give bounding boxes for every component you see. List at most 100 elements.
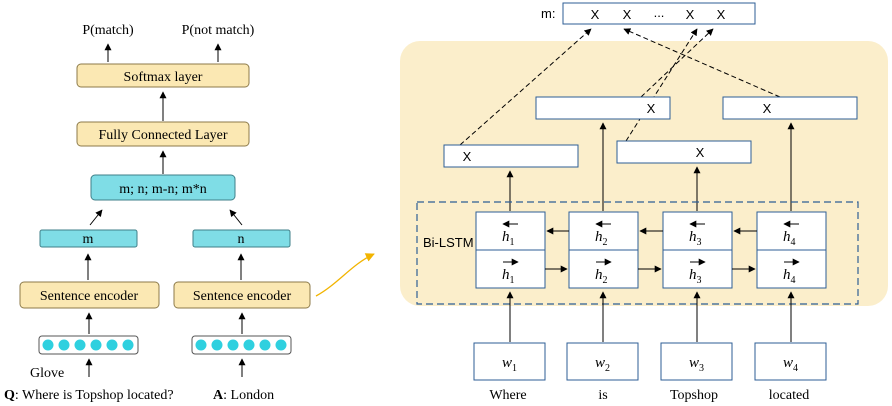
h-subscript: 2 <box>603 275 608 286</box>
m-vector-box <box>39 229 138 248</box>
w-box-2-label: w2 <box>595 355 610 374</box>
forward-cell-4 <box>756 249 827 289</box>
w-symbol: w <box>502 355 512 371</box>
curved-connector-arrow <box>315 253 375 297</box>
h-subscript: 2 <box>603 237 608 248</box>
h-subscript: 4 <box>791 237 796 248</box>
combined-features-label: m; n; m-n; m*n <box>119 182 207 197</box>
w-symbol: w <box>689 355 699 371</box>
embedding-dot <box>195 339 207 351</box>
embedding-dot <box>106 339 118 351</box>
embedding-right-dots <box>195 339 287 351</box>
arrow-m-to-combine <box>89 209 103 226</box>
h-back-3: h3 <box>689 220 705 248</box>
word-topshop: Topshop <box>670 388 718 403</box>
h-fwd-symbol: h1 <box>502 267 515 286</box>
embedding-dot <box>243 339 255 351</box>
answer-text: : London <box>223 388 274 403</box>
h-back-4: h4 <box>783 220 799 248</box>
x-box-3-label: X <box>696 145 705 160</box>
h-subscript: 4 <box>791 275 796 286</box>
w-box-1 <box>473 342 546 381</box>
dashed-arrow-x4-to-m <box>623 28 781 98</box>
arrow-n-to-combine <box>229 209 243 226</box>
p-match-label: P(match) <box>82 23 134 38</box>
h-fwd-symbol: h3 <box>689 267 702 286</box>
x-box-3 <box>616 140 752 164</box>
left-pipeline: P(match) P(not match) Softmax layer Full… <box>4 23 311 403</box>
embedding-dot <box>227 339 239 351</box>
question-text: : Where is Topshop located? <box>15 388 174 403</box>
p-not-match-label: P(not match) <box>182 23 255 38</box>
sentence-encoder-right-box <box>173 281 311 309</box>
dashed-arrow-x1-to-m <box>459 28 592 146</box>
softmax-layer-box <box>76 63 250 88</box>
forward-cell-1 <box>475 249 546 289</box>
h-subscript: 1 <box>510 237 515 248</box>
w-box-1-label: w1 <box>502 355 517 374</box>
forward-lstm-row <box>475 249 827 289</box>
word-is: is <box>598 388 607 403</box>
dashed-arrow-x2-to-m <box>640 28 714 98</box>
combined-features-box <box>90 174 236 201</box>
m-vector-label: m <box>83 232 94 247</box>
embedding-dot <box>90 339 102 351</box>
embedding-dot <box>74 339 86 351</box>
question-line: Q: Where is Topshop located? <box>4 388 174 403</box>
question-prefix: Q <box>4 388 15 403</box>
m-output-vector <box>562 2 756 25</box>
m-output-ellipsis: ... <box>654 5 665 20</box>
h-symbol: h <box>502 267 510 283</box>
h-symbol: h <box>595 267 603 283</box>
embedding-dot <box>42 339 54 351</box>
sentence-encoder-left-box <box>19 281 160 309</box>
h-symbol: h <box>783 229 791 245</box>
embedding-dot <box>259 339 271 351</box>
backward-cell-4 <box>756 211 827 251</box>
embedding-dot <box>122 339 134 351</box>
backward-cell-1 <box>475 211 546 251</box>
h-back-symbol: h1 <box>502 229 515 248</box>
x-box-2 <box>535 96 671 120</box>
fully-connected-layer-box <box>76 121 250 147</box>
h-symbol: h <box>689 229 697 245</box>
h-back-symbol: h4 <box>783 229 796 248</box>
x-box-1 <box>443 144 579 168</box>
answer-line: A: London <box>213 388 274 403</box>
bilstm-label: Bi-LSTM <box>423 235 474 250</box>
m-output-cell: X <box>686 7 695 22</box>
w-subscript: 4 <box>793 363 798 374</box>
embedding-dot <box>275 339 287 351</box>
glove-label: Glove <box>30 366 64 381</box>
answer-prefix: A <box>213 388 224 403</box>
x-box-4-label: X <box>763 101 772 116</box>
h-subscript: 3 <box>697 237 702 248</box>
backward-cell-3 <box>662 211 733 251</box>
h-back-1: h1 <box>502 220 518 248</box>
w-box-3-label: w3 <box>689 355 704 374</box>
word-located: located <box>769 388 809 403</box>
w-box-2 <box>566 342 639 381</box>
forward-cell-2 <box>568 249 639 289</box>
word-where: Where <box>489 388 526 403</box>
w-symbol: w <box>783 355 793 371</box>
h-fwd-symbol: h4 <box>783 267 796 286</box>
w-subscript: 2 <box>605 363 610 374</box>
n-vector-label: n <box>238 232 245 247</box>
backward-hidden-labels: h1 h2 h3 h4 <box>502 220 799 248</box>
h-subscript: 3 <box>697 275 702 286</box>
forward-hidden-labels: h1 h2 h3 h4 <box>502 258 800 286</box>
embedding-dot <box>58 339 70 351</box>
h-symbol: h <box>689 267 697 283</box>
dashed-arrow-x3-to-m <box>625 28 698 142</box>
h-fwd-2: h2 <box>595 258 612 286</box>
right-panel: m: X X ... X X X X X X Bi-LSTM <box>400 2 888 403</box>
h-back-symbol: h2 <box>595 229 608 248</box>
h-symbol: h <box>595 229 603 245</box>
w-box-4 <box>754 342 827 381</box>
sentence-encoder-right-label: Sentence encoder <box>193 289 292 304</box>
m-output-cell: X <box>717 7 726 22</box>
x-box-4 <box>722 96 858 120</box>
h-symbol: h <box>783 267 791 283</box>
